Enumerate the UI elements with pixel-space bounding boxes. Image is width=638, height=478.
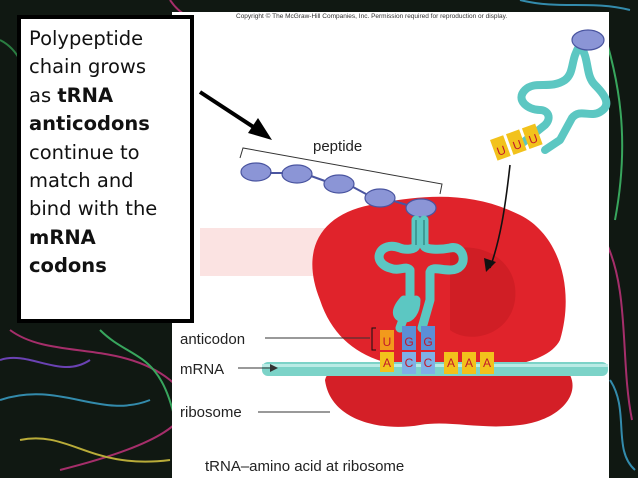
anticodon-base-2 <box>402 326 416 350</box>
codon-letter: C <box>424 356 433 370</box>
callout-arrow <box>198 90 260 132</box>
incoming-anticodon: U U U <box>490 123 543 161</box>
next-codon-letter: A <box>447 356 455 370</box>
callout-line: Polypeptide <box>29 27 144 50</box>
incoming-base-1 <box>490 135 511 161</box>
anticodon-base-1 <box>380 330 394 350</box>
anticodon-letter: G <box>404 335 413 349</box>
callout-line: match and <box>29 169 134 193</box>
figure-caption: tRNA–amino acid at ribosome <box>205 458 404 475</box>
codon-base-1 <box>380 352 394 372</box>
callout-bold-text: codons <box>29 254 107 278</box>
callout-bold-text: anticodons <box>29 112 150 136</box>
callout-line: chain grows <box>29 55 147 79</box>
codon-bases: A C C <box>380 352 435 374</box>
mrna-label: mRNA <box>180 361 224 378</box>
incoming-amino-acid <box>571 29 605 51</box>
codon-base-2 <box>402 352 416 374</box>
anticodon-bases: U G G <box>380 326 435 350</box>
next-codon-base-1 <box>444 352 458 374</box>
amino-acid <box>405 198 437 218</box>
peptide-chain <box>240 162 437 218</box>
amino-acid <box>240 162 272 182</box>
amino-acid <box>364 188 396 208</box>
callout-line: as tRNA <box>29 82 182 110</box>
next-codon-base-3 <box>480 352 494 374</box>
anticodon-bracket <box>371 327 376 351</box>
amino-acid <box>281 164 313 184</box>
anticodon-letter: U <box>383 335 392 349</box>
codon-base-3 <box>421 352 435 374</box>
next-codon-bases: A A A <box>444 352 494 374</box>
callout-bold-text: tRNA <box>57 83 114 107</box>
callout-arrowhead <box>248 118 272 140</box>
incoming-base-2 <box>505 129 527 155</box>
trna-outline <box>415 220 425 245</box>
callout-box: Polypeptide chain grows as tRNA anticodo… <box>17 15 194 323</box>
entry-arrowhead <box>484 258 496 272</box>
amino-acid <box>323 174 355 194</box>
anticodon-letter: G <box>423 335 432 349</box>
codon-letter: A <box>383 356 391 370</box>
incoming-trna <box>516 41 611 154</box>
callout-line: mRNA <box>29 224 182 252</box>
callout-line: bind with the <box>29 197 158 221</box>
anticodon-label: anticodon <box>180 331 245 348</box>
peptide-label: peptide <box>313 138 362 155</box>
anticodon-base-3 <box>421 326 435 350</box>
peptide-bracket <box>239 147 443 195</box>
copyright-notice: Copyright © The McGraw-Hill Companies, I… <box>236 13 508 20</box>
callout-text: as <box>29 83 58 107</box>
ribosome-label: ribosome <box>180 404 242 421</box>
callout-line: continue to <box>29 140 140 164</box>
incoming-base-3 <box>521 123 543 150</box>
next-codon-letter: A <box>483 356 491 370</box>
next-codon-letter: A <box>465 356 473 370</box>
highlight-box <box>200 228 330 276</box>
entry-arrow <box>489 164 511 269</box>
trna-at-ribosome <box>374 215 468 333</box>
mrna-leader-arrowhead <box>270 364 278 372</box>
callout-line: anticodons <box>29 110 182 138</box>
callout-line: codons <box>29 252 182 280</box>
next-codon-base-2 <box>462 352 476 374</box>
codon-letter: C <box>405 356 414 370</box>
ribosome <box>312 196 573 427</box>
callout-bold-text: mRNA <box>29 225 96 249</box>
